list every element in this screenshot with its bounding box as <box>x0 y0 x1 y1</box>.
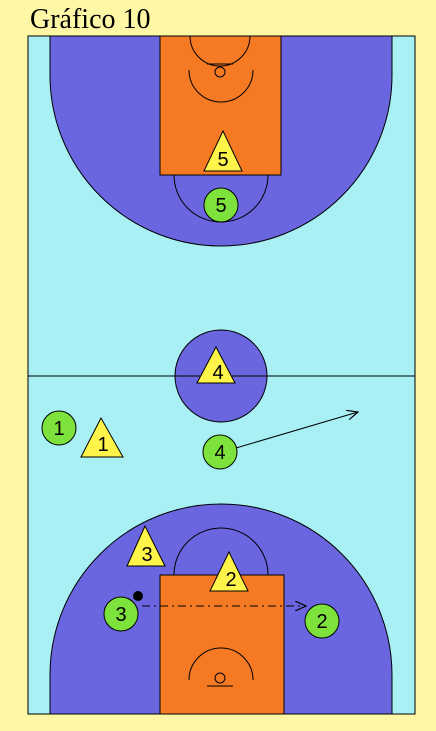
defense-player-5: 5 <box>203 129 243 172</box>
defense-player-4: 4 <box>196 345 236 384</box>
hoop-top <box>214 66 226 78</box>
defense-player-3: 3 <box>126 524 166 567</box>
defense-player-1: 1 <box>80 416 124 458</box>
ball-icon <box>133 591 143 601</box>
svg-text:4: 4 <box>214 442 225 464</box>
diagram-title: Gráfico 10 <box>30 4 151 35</box>
offense-player-1: 1 <box>41 410 77 446</box>
svg-text:1: 1 <box>53 418 64 440</box>
key-arc-top <box>188 69 254 103</box>
paint-bottom <box>159 574 285 714</box>
svg-text:2: 2 <box>225 569 236 591</box>
free-throw-circle-top-inner <box>189 36 251 67</box>
svg-text:1: 1 <box>97 434 108 456</box>
offense-player-2: 2 <box>304 603 340 639</box>
offense-player-5: 5 <box>203 187 239 223</box>
svg-text:3: 3 <box>141 544 152 566</box>
defense-player-2: 2 <box>209 550 249 592</box>
offense-player-4: 4 <box>202 434 238 470</box>
offense-player-3: 3 <box>103 596 139 632</box>
hoop-bottom <box>214 672 226 684</box>
svg-text:5: 5 <box>215 195 226 217</box>
key-arc-bottom <box>188 647 254 681</box>
svg-text:5: 5 <box>217 149 228 171</box>
svg-text:4: 4 <box>212 362 223 384</box>
svg-text:2: 2 <box>316 611 327 633</box>
free-throw-arc-bottom <box>173 527 269 576</box>
cut-arrow-player-4 <box>235 412 358 449</box>
svg-text:3: 3 <box>115 604 126 626</box>
